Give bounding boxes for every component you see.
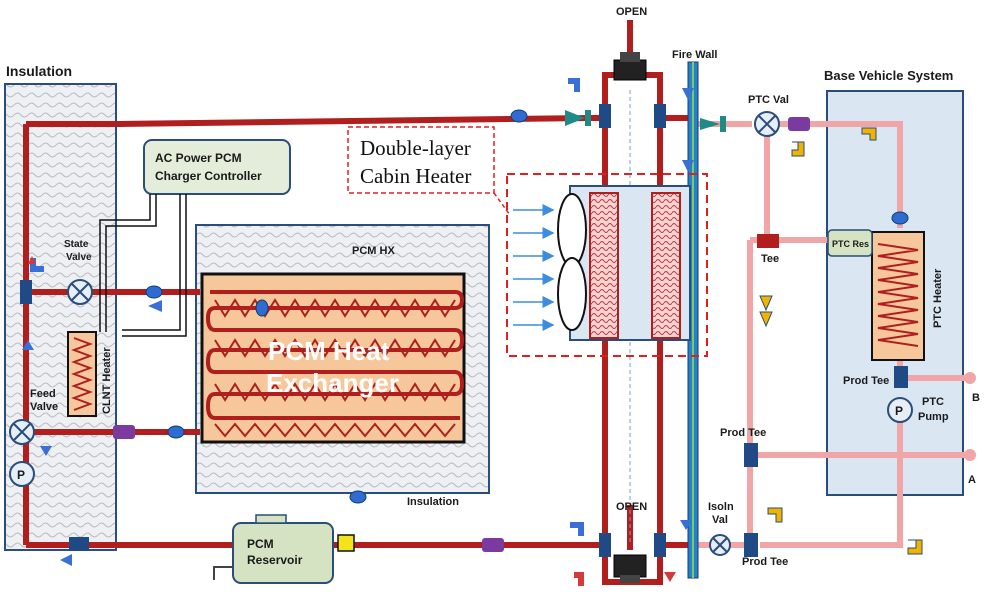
isoln-val-line1: Isoln [708,501,734,513]
isoln-valve-symbol [709,534,731,556]
pcm-heat-exchanger [200,272,466,444]
pcm-heat-line1: PCM Heat [268,336,390,366]
port-b-node [964,372,976,384]
isoln-val-line2: Val [712,514,728,526]
insulation-left-label: Insulation [6,63,72,79]
label-a: A [968,474,976,486]
insulation-bottom-label: Insulation [407,496,459,508]
ptc-valve-symbol [754,111,780,137]
feed-valve-symbol [9,419,35,445]
fire-wall-label: Fire Wall [672,49,717,61]
double-layer-line1: Double-layer [360,136,471,160]
tee-label: Tee [761,253,779,265]
airflow-arrows [513,204,555,331]
open-valve-bottom [613,554,647,583]
double-layer-callout [347,126,511,216]
open-top-label: OPEN [616,6,647,18]
flow-arrows-yellow [759,127,923,555]
ac-controller-line2: Charger Controller [155,169,262,183]
ptc-res-label: PTC Res [832,239,869,249]
ac-controller-box [143,139,291,195]
pipe-connectors [145,109,909,504]
tee-fitting-red [757,234,779,248]
prod-tee-bottom-label: Prod Tee [742,556,788,568]
pcm-hx-label: PCM HX [352,245,395,257]
state-valve-symbol [67,279,93,305]
ptc-heater-label: PTC Heater [932,268,944,328]
open-valve-top [613,52,647,81]
ptc-heater [871,231,925,361]
pcm-reservoir-line1: PCM [247,537,274,551]
feed-valve-line1: Feed [30,388,56,400]
controller-wires [99,194,187,337]
clnt-heater [67,331,97,417]
cabin-heater-box [557,185,691,341]
pcm-heat-line2: Exchanger [266,368,399,398]
tee-fittings [20,104,908,557]
left-pump-label: P [17,468,25,482]
prod-tee-right-label: Prod Tee [843,375,889,387]
base-vehicle-label: Base Vehicle System [824,68,953,83]
label-b: B [972,392,980,404]
left-pump-symbol [9,461,35,487]
check-valves [565,110,726,132]
ptc-pump-symbol [887,397,913,423]
ptc-val-label: PTC Val [748,94,789,106]
ptc-pump-line2: Pump [918,411,949,423]
feed-valve-line2: Valve [30,401,58,413]
ptc-pump-line1: PTC [922,396,944,408]
pcm-reservoir [213,514,355,584]
double-layer-line2: Cabin Heater [360,164,471,188]
open-bottom-label: OPEN [616,501,647,513]
ptc-pump-p: P [895,404,903,418]
port-a-node [964,449,976,461]
cabin-heater-dashed-frame [506,173,708,357]
prod-tee-mid-label: Prod Tee [720,427,766,439]
pcm-reservoir-line2: Reservoir [247,553,303,567]
purple-couplers [113,117,810,552]
flow-arrows-blue [22,78,694,566]
ptc-res [827,229,873,257]
state-valve-line2: Valve [66,252,92,263]
state-valve-line1: State [64,239,89,250]
flow-arrows-red [28,256,676,586]
ac-controller-line1: AC Power PCM [155,151,242,165]
clnt-heater-label: CLNT Heater [101,347,113,414]
